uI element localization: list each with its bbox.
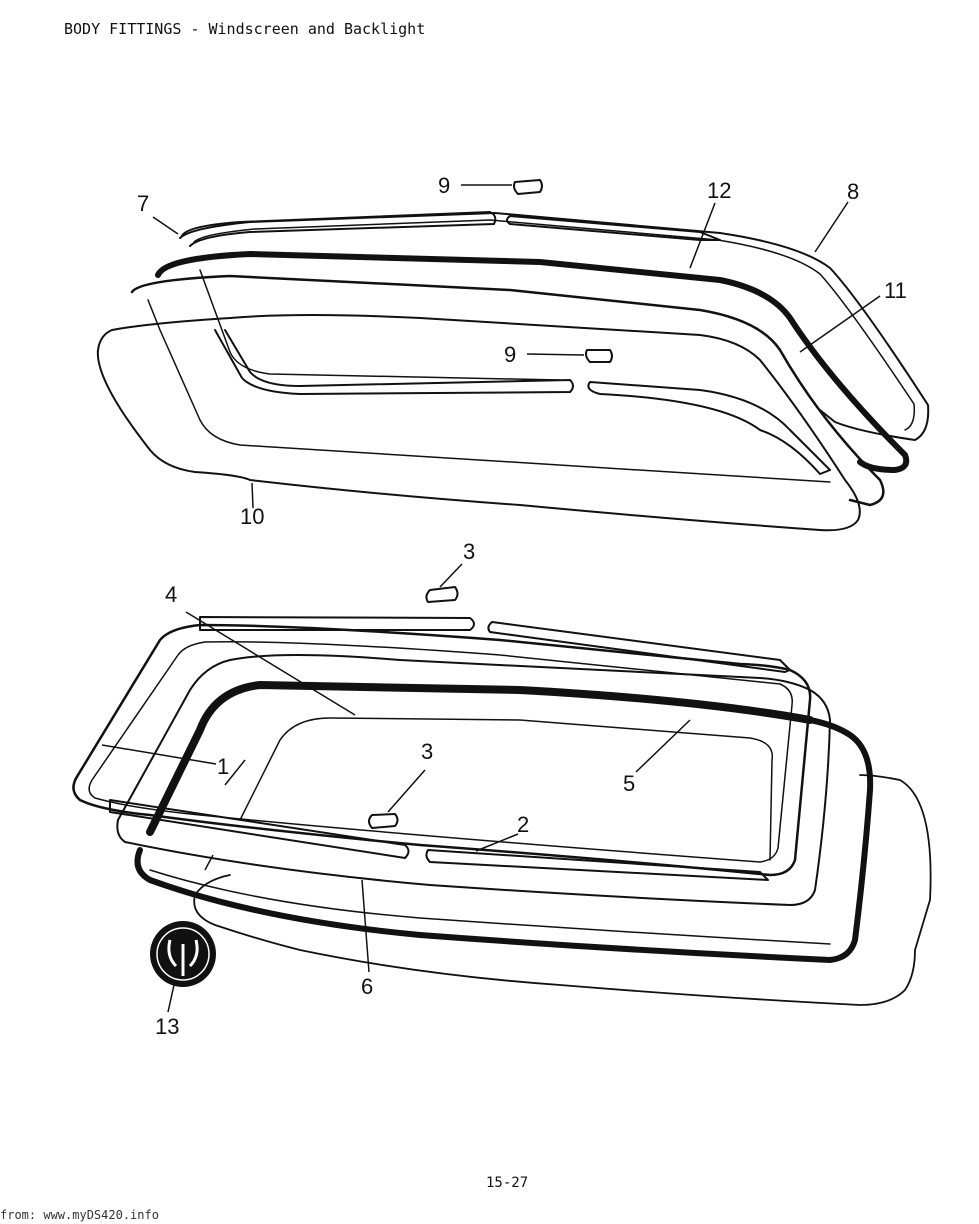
callout-9-upper: 9 — [438, 173, 450, 198]
part-2-top-strip-right — [487, 621, 791, 673]
leader-lines — [101, 184, 881, 1013]
part-5-seal-outer — [116, 654, 831, 906]
part-10-windscreen-glass — [96, 314, 861, 532]
windscreen-inner-finisher-left — [214, 329, 574, 395]
part-6-seal — [134, 717, 874, 963]
part-9-clip-upper — [513, 179, 543, 195]
callout-5: 5 — [623, 771, 635, 796]
page-header: BODY FITTINGS - Windscreen and Backlight — [64, 20, 426, 38]
part-3-clip-lower — [368, 813, 399, 829]
part-11-finisher-inner — [147, 299, 831, 483]
callout-10: 10 — [240, 504, 264, 529]
body-panel — [193, 774, 932, 1006]
callout-3-lower: 3 — [421, 739, 433, 764]
callout-8: 8 — [847, 179, 859, 204]
part-13-badge — [150, 921, 216, 987]
part-4-finisher-inner — [88, 641, 793, 863]
callout-12: 12 — [707, 178, 731, 203]
part-6-seal-inner — [149, 869, 831, 945]
backlight-assembly — [72, 586, 932, 1006]
part-7-top-finisher-right — [506, 215, 721, 241]
callout-2: 2 — [517, 812, 529, 837]
part-12-seal-inner — [199, 269, 561, 381]
part-8-outer-finisher-inner — [193, 219, 916, 431]
callout-4: 4 — [165, 582, 177, 607]
callout-9-lower: 9 — [504, 342, 516, 367]
footer-source: from: www.myDS420.info — [0, 1208, 159, 1222]
windscreen-inner-finisher-right — [587, 381, 831, 475]
callout-7: 7 — [137, 191, 149, 216]
part-3-clip-upper — [425, 586, 459, 603]
backlight-glass — [239, 717, 774, 861]
callout-numbers: 1 2 3 3 4 5 6 7 8 9 9 10 11 12 13 — [137, 173, 907, 1039]
windscreen-assembly — [96, 179, 930, 532]
part-7-top-finisher-left — [181, 211, 497, 247]
callout-6: 6 — [361, 974, 373, 999]
part-5-inner-seal — [146, 681, 814, 836]
part-11-finisher-frame — [130, 274, 885, 507]
callout-11: 11 — [884, 278, 907, 303]
callout-13: 13 — [155, 1014, 179, 1039]
part-9-clip-lower — [585, 349, 613, 363]
part-12-rubber-seal — [155, 251, 910, 473]
part-2-bottom-strip-right — [425, 849, 769, 881]
callout-3-upper: 3 — [463, 539, 475, 564]
part-2-top-strip-left — [199, 616, 475, 631]
page-number: 15-27 — [486, 1175, 529, 1191]
callout-1: 1 — [217, 754, 229, 779]
part-4-backlight-finisher — [72, 623, 812, 877]
part-2-bottom-strip-left — [109, 799, 410, 859]
